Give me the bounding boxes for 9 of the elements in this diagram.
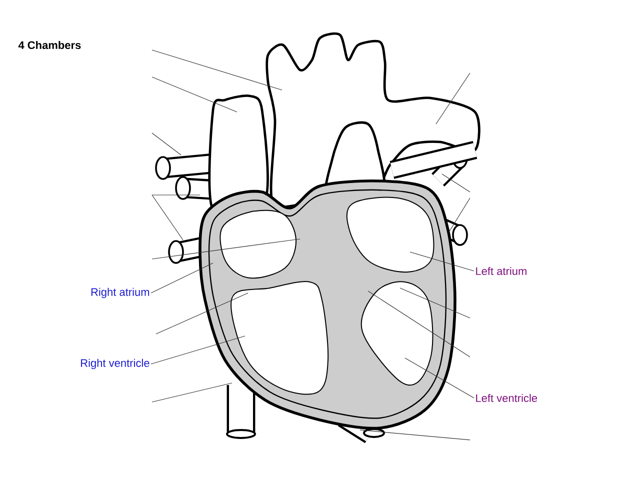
chamber-label: Left atrium (476, 266, 526, 276)
leader-line (150, 262, 214, 294)
chamber-label: Right atrium (91, 288, 150, 298)
chamber-label: Right ventricle (81, 358, 150, 370)
leader-line (404, 358, 474, 398)
leader-line (410, 252, 474, 272)
title: 4 Chambers (18, 40, 81, 50)
leader-line (150, 336, 246, 364)
chamber-label: Left ventricle (476, 394, 538, 402)
